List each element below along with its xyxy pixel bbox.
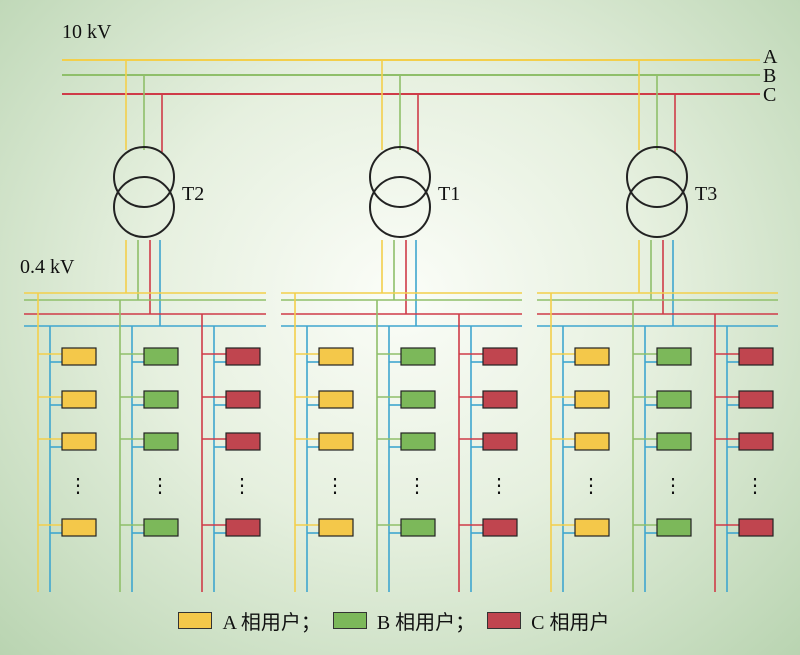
- user-box-b: [656, 347, 692, 366]
- transformer-winding-primary: [113, 146, 175, 208]
- legend-separator-b: ；: [455, 611, 476, 634]
- lv-voltage-label: 0.4 kV: [20, 256, 75, 278]
- phase-c-label: C: [763, 84, 776, 106]
- user-box-c: [482, 432, 518, 451]
- user-box-a: [318, 518, 354, 537]
- user-box-b: [656, 518, 692, 537]
- user-box-a: [318, 390, 354, 409]
- user-box-c: [482, 518, 518, 537]
- user-box-b: [143, 432, 179, 451]
- transformers: T2 T1 T3: [113, 146, 717, 238]
- ellipsis-b: ⋮: [150, 475, 170, 497]
- ellipsis-a: ⋮: [68, 475, 88, 497]
- user-box-a: [61, 432, 97, 451]
- legend-item-a: A 相用户 ；: [178, 606, 332, 635]
- user-box-c: [738, 518, 774, 537]
- user-box-c: [225, 432, 261, 451]
- transformer-winding-primary: [626, 146, 688, 208]
- ellipsis-b: ⋮: [663, 475, 683, 497]
- legend-label-c: C 相用户: [531, 611, 610, 634]
- legend-item-c: C 相用户: [487, 606, 621, 635]
- legend-swatch-a: [178, 611, 213, 629]
- ellipsis-c: ⋮: [745, 475, 765, 497]
- legend: A 相用户 ； B 相用户 ； C 相用户: [0, 602, 800, 638]
- user-box-a: [61, 347, 97, 366]
- user-box-b: [400, 390, 436, 409]
- user-box-a: [574, 432, 610, 451]
- phase-b-label: B: [763, 65, 776, 87]
- transformer-label-t2: T2: [182, 183, 204, 205]
- user-box-b: [656, 390, 692, 409]
- hv-bus: [62, 59, 760, 152]
- user-box-c: [482, 347, 518, 366]
- ellipsis-c: ⋮: [232, 475, 252, 497]
- ellipsis-c: ⋮: [489, 475, 509, 497]
- user-box-a: [574, 390, 610, 409]
- transformer-winding-primary: [369, 146, 431, 208]
- legend-swatch-b: [332, 611, 367, 629]
- transformer-winding-secondary: [113, 176, 175, 238]
- user-box-c: [738, 432, 774, 451]
- user-box-b: [656, 432, 692, 451]
- user-box-c: [738, 347, 774, 366]
- legend-item-b: B 相用户 ；: [332, 606, 487, 635]
- phase-a-label: A: [763, 46, 778, 68]
- user-box-b: [400, 518, 436, 537]
- ellipsis-a: ⋮: [325, 475, 345, 497]
- user-box-c: [225, 347, 261, 366]
- user-box-b: [143, 347, 179, 366]
- transformer-winding-secondary: [626, 176, 688, 238]
- user-box-c: [482, 390, 518, 409]
- ellipsis-b: ⋮: [407, 475, 427, 497]
- user-box-b: [143, 518, 179, 537]
- transformer-label-t1: T1: [438, 183, 460, 205]
- hv-voltage-label: 10 kV: [62, 21, 112, 43]
- user-box-b: [400, 432, 436, 451]
- user-box-c: [738, 390, 774, 409]
- user-box-c: [225, 390, 261, 409]
- transformer-label-t3: T3: [695, 183, 717, 205]
- legend-separator-a: ；: [300, 611, 321, 634]
- user-box-a: [61, 518, 97, 537]
- transformer-winding-secondary: [369, 176, 431, 238]
- lv-network: ⋮ ⋮ ⋮ ⋮ ⋮ ⋮ ⋮ ⋮ ⋮: [24, 240, 778, 592]
- user-box-a: [574, 347, 610, 366]
- user-box-b: [400, 347, 436, 366]
- user-box-a: [318, 432, 354, 451]
- legend-label-a: A 相用户: [222, 611, 301, 634]
- user-box-b: [143, 390, 179, 409]
- user-box-a: [61, 390, 97, 409]
- user-box-a: [318, 347, 354, 366]
- legend-label-b: B 相用户: [376, 611, 456, 634]
- user-box-c: [225, 518, 261, 537]
- user-box-a: [574, 518, 610, 537]
- ellipsis-a: ⋮: [581, 475, 601, 497]
- legend-swatch-c: [487, 611, 522, 629]
